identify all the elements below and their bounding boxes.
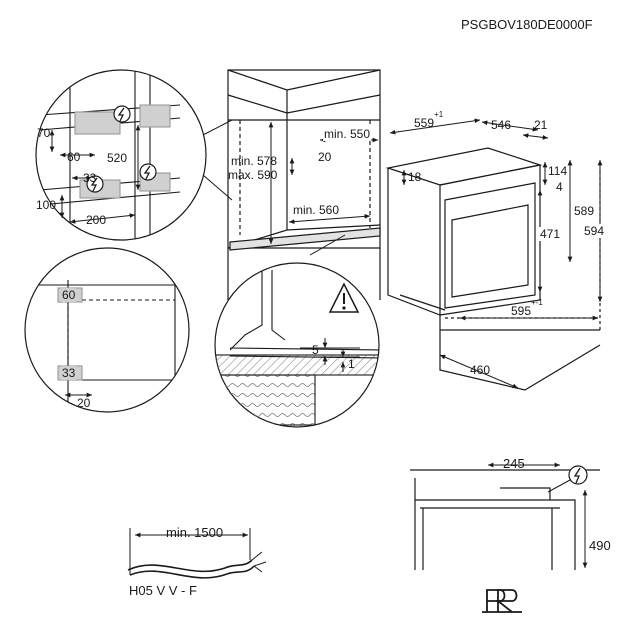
electric-hazard-icon bbox=[86, 105, 157, 193]
model-code: PSGBOV180DE0000F bbox=[461, 17, 593, 32]
dim-490: 490 bbox=[588, 538, 612, 553]
electric-hazard-icon bbox=[568, 465, 588, 485]
detail-circle-bottom-mid bbox=[214, 234, 380, 428]
dim-max-590: max. 590 bbox=[228, 168, 278, 182]
dim-114: 114 bbox=[548, 164, 568, 178]
detail-circle-bottom-left bbox=[24, 247, 190, 413]
dim-471: 471 bbox=[539, 227, 562, 241]
dim-594: 594 bbox=[583, 224, 606, 238]
dim-4: 4 bbox=[556, 180, 563, 194]
dim-460: 460 bbox=[470, 363, 491, 377]
dim-min-560: min. 560 bbox=[292, 203, 341, 217]
cabinet-outline bbox=[227, 69, 381, 300]
cable-type: H05 V V - F bbox=[129, 583, 197, 598]
dim-18: 18 bbox=[408, 170, 422, 184]
dim-100: 100 bbox=[36, 198, 57, 212]
dim-min-550: min. 550 bbox=[323, 127, 372, 141]
dim-595: 595+-1 bbox=[511, 298, 543, 319]
dim-200: 200 bbox=[86, 213, 107, 227]
cross-section bbox=[410, 462, 600, 570]
dim-5: 5 bbox=[312, 343, 319, 357]
dim-20: 20 bbox=[318, 150, 332, 164]
cable-min-length: min. 1500 bbox=[166, 525, 224, 540]
dim-33-bottom: 33 bbox=[61, 366, 77, 380]
dim-33: 33 bbox=[83, 171, 97, 185]
dim-70: 70 bbox=[37, 126, 51, 140]
oven-dimension-lines bbox=[389, 118, 603, 389]
dim-589: 589 bbox=[573, 204, 596, 218]
power-cable bbox=[127, 528, 267, 579]
pr-logo bbox=[482, 589, 522, 613]
oven-outline bbox=[385, 147, 601, 391]
dim-60: 60 bbox=[67, 150, 81, 164]
dim-520: 520 bbox=[106, 151, 129, 165]
dim-min-578: min. 578 bbox=[231, 154, 278, 168]
dim-546: 546 bbox=[491, 118, 512, 132]
dim-559: 559+1 bbox=[414, 110, 444, 131]
dim-1: 1 bbox=[348, 357, 355, 371]
dim-245: 245 bbox=[503, 456, 525, 471]
dim-60-bottom: 60 bbox=[61, 288, 77, 302]
dim-20-bottom: 20 bbox=[77, 396, 91, 410]
warning-triangle-icon bbox=[328, 282, 360, 313]
dim-21: 21 bbox=[534, 118, 548, 132]
